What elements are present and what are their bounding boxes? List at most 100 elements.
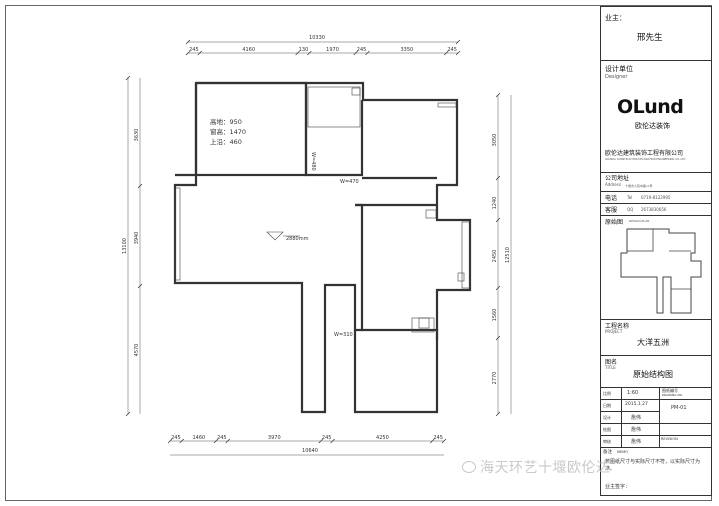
dim-bottom-tick	[441, 438, 447, 444]
watermark: 海天环艺十堰欧伦达	[480, 460, 611, 476]
window-top: 上沿：460	[210, 137, 242, 146]
dim-right-1: 3050	[492, 134, 498, 147]
drawing-no-label: 图纸编号	[662, 388, 678, 393]
address-section: 公司地址 Address 十堰市人民中路xx号	[601, 172, 711, 192]
brand-name: 欧伦达装饰	[635, 122, 670, 130]
dim-left-total: 13100	[122, 238, 128, 254]
plan-thumbnail	[620, 228, 702, 314]
brand-logo: OLund	[617, 96, 684, 118]
address-value: 十堰市人民中路xx号	[625, 184, 653, 188]
dim-right-2: 1240	[492, 197, 498, 210]
service-section: 客服 QQ 2673830656	[601, 203, 711, 216]
dim-bottom-tick	[213, 438, 219, 444]
original-plan-section: 原始图 DESIGN PLAN	[601, 215, 711, 320]
dim-bottom-7: 245	[433, 435, 443, 441]
drawing-label: 图名	[605, 359, 618, 366]
address-label: 公司地址	[605, 175, 630, 182]
dim-top-7: 245	[447, 47, 457, 53]
dim-right-total: 12510	[505, 247, 511, 263]
dim-top-3: 130	[299, 47, 309, 53]
owner-name: 邢先生	[637, 33, 663, 43]
service-label: 客服	[605, 207, 618, 214]
dim-top-tick	[185, 50, 191, 56]
original-label: 原始图	[605, 219, 624, 226]
dim-top-tick	[307, 50, 312, 56]
design-value: 詹伟	[631, 415, 642, 421]
date-label: 日期	[603, 403, 611, 408]
label-w310: W=310	[334, 332, 353, 338]
remark-text: 若图纸尺寸与实际尺寸不符，以实际尺寸为准。	[605, 459, 701, 472]
dim-bottom-5: 245	[322, 435, 332, 441]
service-value: 2673830656	[641, 207, 667, 212]
remark-label: 备注	[603, 450, 612, 455]
phone-small: Tel	[627, 195, 633, 200]
dim-bottom-tick	[179, 438, 184, 444]
dim-right-5: 2770	[492, 372, 498, 385]
phone-value: 0719-8122995	[641, 195, 671, 200]
bottom-dimensions: 10640 245 1460 245 3970 245 4250 245	[167, 435, 447, 456]
phone-section: 电话 Tel 0719-8122995	[601, 191, 711, 204]
right-dimensions: 3050 1240 2450 1560 2770 12510	[492, 92, 512, 417]
dim-top-2: 4160	[242, 47, 255, 53]
info-table: 比例 1:60 图纸编号 DRAWING NO. 日期 2015.1.27 PM…	[601, 387, 711, 448]
window-height: 窗高：1470	[210, 127, 246, 136]
dim-bottom-tick	[167, 438, 173, 444]
dim-top-tick	[443, 50, 449, 56]
dim-right-3: 2450	[492, 250, 498, 263]
remark-section: 备注 MEMO 若图纸尺寸与实际尺寸不符，以实际尺寸为准。 业主签字：	[601, 447, 711, 495]
revision-label: REVISION	[661, 437, 678, 441]
dim-bottom-1: 245	[171, 435, 181, 441]
phone-label: 电话	[605, 195, 618, 202]
label-w480: W=480	[310, 152, 316, 171]
designer-en: Designer	[605, 74, 628, 80]
scale-label: 比例	[603, 391, 611, 396]
drawing-name: 原始结构图	[633, 370, 673, 379]
design-label: 设计	[603, 415, 611, 420]
scale-value: 1:60	[627, 390, 639, 396]
wechat-icon	[462, 461, 476, 473]
drawing-no-value: PM-01	[671, 405, 687, 411]
dim-top-4: 1970	[326, 47, 339, 53]
check-value: 詹伟	[631, 439, 642, 445]
dim-bottom-tick	[318, 438, 324, 444]
owner-section: 业主： 邢先生	[601, 7, 711, 61]
dim-top-tick	[353, 50, 358, 56]
dim-bottom-tick	[330, 438, 335, 444]
label-ceiling-height: 2880mm	[286, 236, 309, 242]
dim-left-2: 3940	[134, 232, 140, 245]
dim-bottom-4: 3970	[268, 435, 281, 441]
project-en: PROJECT	[605, 329, 623, 334]
original-en: DESIGN PLAN	[629, 219, 650, 223]
project-name: 大洋五洲	[637, 338, 669, 347]
address-en: Address	[605, 182, 621, 187]
dim-top-1: 245	[189, 47, 199, 53]
dim-bottom-2: 1460	[192, 435, 205, 441]
dim-top-tick	[295, 50, 300, 56]
owner-label: 业主：	[605, 14, 626, 22]
dim-bottom-6: 4250	[376, 435, 389, 441]
company-en: OLUNDA CONSTRUCTION DECORATION ENGINEERI…	[605, 158, 686, 161]
dim-left-1: 3630	[134, 129, 140, 142]
remark-en: MEMO	[617, 450, 629, 454]
title-block: 业主： 邢先生 设计单位 Designer OLund 欧伦达装饰 欧伦达建筑装…	[600, 6, 712, 496]
dim-bottom-total: 10640	[302, 448, 318, 454]
window-sill-height: 高地：950	[210, 117, 242, 126]
project-label: 工程名称	[605, 323, 630, 330]
company-name: 欧伦达建筑装饰工程有限公司	[605, 150, 684, 157]
dim-bottom-tick	[430, 438, 435, 444]
project-section: 工程名称 PROJECT 大洋五洲	[601, 319, 711, 356]
window-note: 高地：950 窗高：1470 上沿：460	[210, 117, 246, 146]
designer-section: 设计单位 Designer OLund 欧伦达装饰 欧伦达建筑装饰工程有限公司 …	[601, 60, 711, 173]
dim-top-tick	[365, 50, 370, 56]
label-w470: W=470	[340, 179, 359, 185]
dim-top-tick	[455, 50, 461, 56]
dim-bottom-3: 245	[217, 435, 227, 441]
dim-bottom-tick	[225, 438, 230, 444]
dim-right-4: 1560	[492, 309, 498, 322]
draw-label: 绘图	[603, 427, 611, 432]
dim-top-6: 3350	[400, 47, 413, 53]
plan-details	[174, 86, 471, 333]
dim-top-tick	[197, 50, 203, 56]
